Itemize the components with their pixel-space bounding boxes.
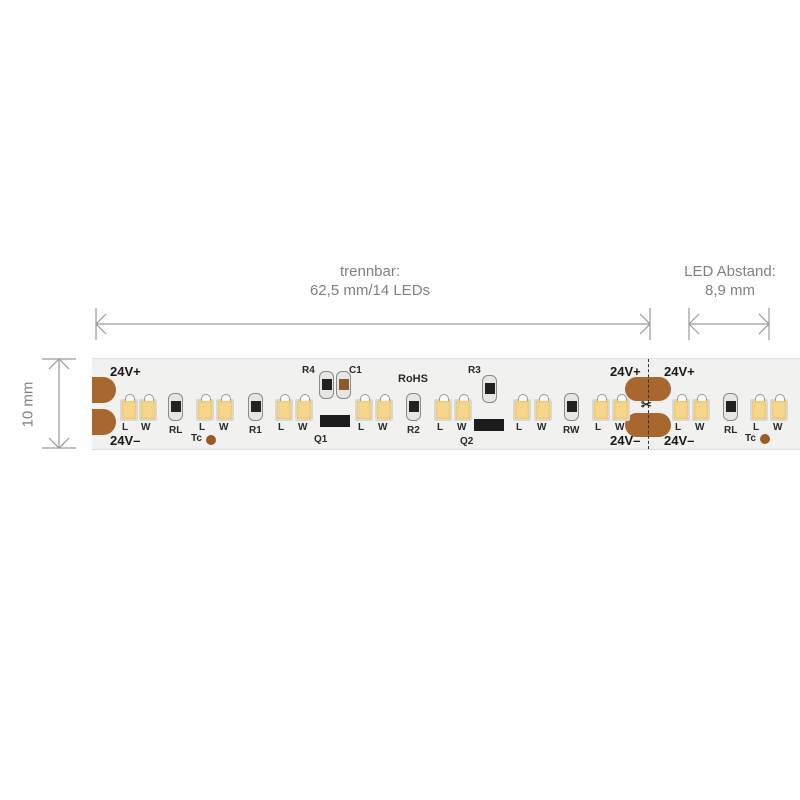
label-24v-plus-cut-left: 24V+: [610, 364, 641, 379]
led-label: L: [675, 422, 682, 433]
resistor-rl: [168, 393, 183, 421]
scissors-icon: ✂: [641, 397, 652, 412]
led-strip: ✂ 24V+ 24V– 24V+ 24V– 24V+ 24V– L W RL L…: [92, 358, 800, 450]
led-label: L: [595, 422, 602, 433]
led-label: L: [358, 422, 365, 433]
resistor-r2: [406, 393, 421, 421]
led-label: W: [219, 422, 229, 433]
label-q2: Q2: [460, 436, 474, 447]
led-w: [375, 394, 393, 421]
led-w: [216, 394, 234, 421]
led-label: L: [278, 422, 285, 433]
resistor-r3: [482, 375, 497, 403]
rohs-logo: RoHS: [398, 373, 428, 385]
led-l: [196, 394, 214, 421]
led-w: [770, 394, 788, 421]
label-c1: C1: [349, 365, 362, 376]
capacitor-c1: [336, 371, 351, 399]
height-label: 10 mm: [19, 381, 37, 428]
resistor-rw: [564, 393, 579, 421]
led-label: W: [773, 422, 783, 433]
led-l: [750, 394, 768, 421]
resistor-r4: [319, 371, 334, 399]
label-q1: Q1: [314, 434, 328, 445]
label-r1: R1: [249, 425, 262, 436]
solder-pad-plus-left: [92, 377, 116, 403]
led-w: [454, 394, 472, 421]
led-spacing-value: 8,9 mm: [704, 282, 755, 299]
led-label: W: [457, 422, 467, 433]
label-rw: RW: [563, 425, 580, 436]
tc-pad-2: [760, 434, 770, 444]
led-label: W: [141, 422, 151, 433]
transistor-q2: [474, 419, 504, 431]
label-24v-minus-left: 24V–: [110, 433, 141, 448]
led-l: [275, 394, 293, 421]
led-label: W: [695, 422, 705, 433]
led-l: [120, 394, 138, 421]
led-l: [672, 394, 690, 421]
led-label: L: [437, 422, 444, 433]
led-label: W: [615, 422, 625, 433]
led-l: [513, 394, 531, 421]
led-label: L: [199, 422, 206, 433]
cut-length-value: 62,5 mm/14 LEDs: [309, 282, 431, 299]
led-spacing-title: LED Abstand:: [684, 263, 776, 280]
label-rl-2: RL: [724, 425, 738, 436]
led-label: L: [753, 422, 760, 433]
led-w: [295, 394, 313, 421]
cut-length-label: trennbar: 62,5 mm/14 LEDs: [270, 262, 470, 300]
led-l: [434, 394, 452, 421]
solder-pad-minus-left: [92, 409, 116, 435]
led-label: W: [378, 422, 388, 433]
led-w: [692, 394, 710, 421]
label-r3: R3: [468, 365, 481, 376]
label-24v-plus-cut-right: 24V+: [664, 364, 695, 379]
tc-pad: [206, 435, 216, 445]
led-w: [534, 394, 552, 421]
label-r4: R4: [302, 365, 315, 376]
label-tc: Tc: [191, 433, 202, 444]
label-24v-minus-cut-left: 24V–: [610, 433, 641, 448]
transistor-q1: [320, 415, 350, 427]
label-rl: RL: [169, 425, 183, 436]
label-24v-minus-cut-right: 24V–: [664, 433, 695, 448]
label-r2: R2: [407, 425, 420, 436]
led-label: W: [298, 422, 308, 433]
led-w: [612, 394, 630, 421]
label-24v-plus-left: 24V+: [110, 364, 141, 379]
resistor-rl-2: [723, 393, 738, 421]
led-spacing-label: LED Abstand: 8,9 mm: [660, 262, 800, 300]
led-label: W: [537, 422, 547, 433]
cut-length-title: trennbar:: [339, 263, 401, 280]
led-label: L: [516, 422, 523, 433]
led-w: [139, 394, 157, 421]
led-l: [592, 394, 610, 421]
cut-line: [648, 359, 649, 449]
led-label: L: [122, 422, 129, 433]
resistor-r1: [248, 393, 263, 421]
led-l: [355, 394, 373, 421]
label-tc-2: Tc: [745, 433, 756, 444]
